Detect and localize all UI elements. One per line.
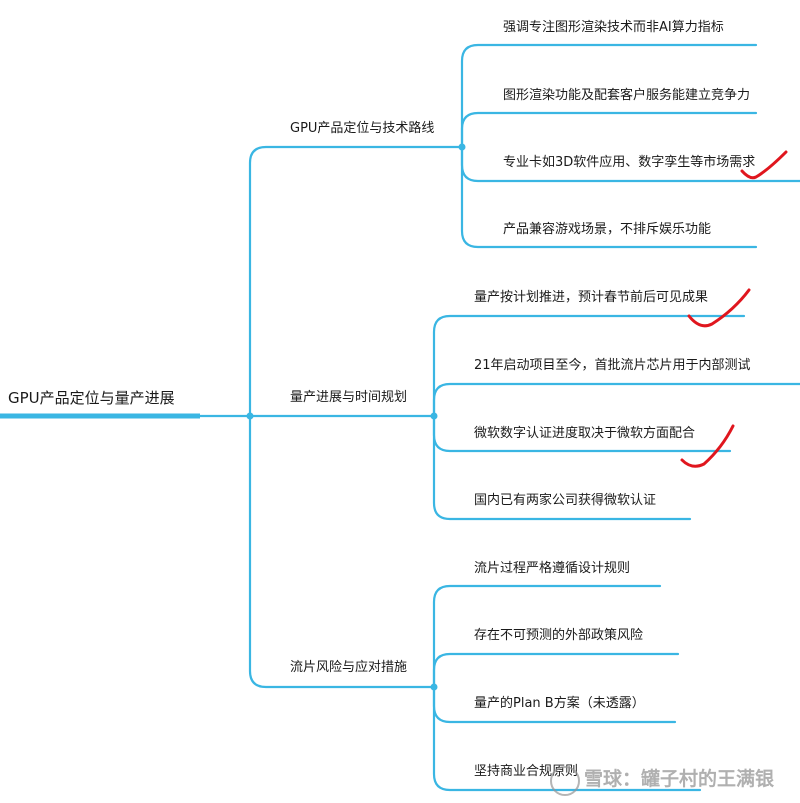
leaf-label: 国内已有两家公司获得微软认证 (474, 493, 657, 508)
leaf-label: 存在不可预测的外部政策风险 (474, 628, 644, 643)
leaf-label: 专业卡如3D软件应用、数字孪生等市场需求 (503, 155, 756, 170)
watermark-text: 雪球：罐子村的王满银 (584, 768, 775, 790)
leaf-connector (460, 43, 758, 149)
branch-label-tapeout-risk: 流片风险与应对措施 (290, 660, 408, 675)
leaf-label: 产品兼容游戏场景，不排斥娱乐功能 (503, 222, 712, 237)
leaf-connector (432, 685, 702, 792)
branch-connector (248, 145, 464, 418)
leaf-connector (432, 652, 680, 689)
checkmark-icon (687, 288, 751, 328)
leaf-connector (432, 414, 692, 521)
leaf-label: 强调专注图形渲染技术而非AI算力指标 (503, 20, 724, 35)
leaf-label: 量产按计划推进，预计春节前后可见成果 (474, 290, 709, 305)
checkmark-icon (680, 424, 735, 468)
branch-label-mass-production: 量产进展与时间规划 (290, 390, 408, 405)
leaf-connector (460, 145, 758, 249)
leaf-label: 21年启动项目至今，首批流片芯片用于内部测试 (474, 358, 751, 373)
checkmark-icon (740, 150, 788, 180)
leaf-label: 流片过程严格遵循设计规则 (474, 561, 631, 576)
leaf-label: 量产的Plan B方案（未透露） (474, 696, 645, 711)
leaf-label: 图形渲染功能及配套客户服务能建立竞争力 (503, 88, 751, 103)
root-topic-label: GPU产品定位与量产进展 (8, 389, 175, 407)
branch-label-positioning: GPU产品定位与技术路线 (290, 121, 435, 136)
leaf-connector (432, 314, 746, 418)
leaf-connector (432, 382, 800, 418)
leaf-label: 微软数字认证进度取决于微软方面配合 (474, 426, 696, 441)
leaf-connector (460, 111, 758, 149)
leaf-connector (432, 584, 662, 689)
watermark-logo-icon (550, 766, 580, 796)
branch-connector (248, 414, 436, 689)
